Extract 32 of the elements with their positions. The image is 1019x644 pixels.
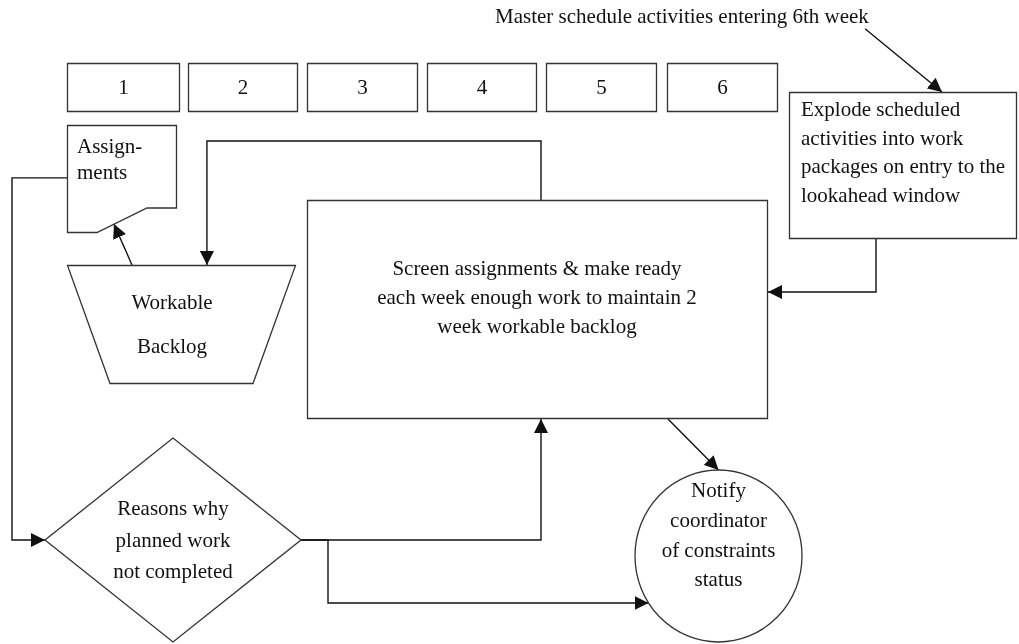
- week-box: [427, 63, 537, 112]
- week-box: [546, 63, 657, 112]
- node-text: Assign- ments: [77, 133, 144, 186]
- node-text: Explode scheduled activities into work packages on entry to the lookahead window: [801, 96, 1007, 209]
- terminal-circle: [635, 470, 802, 642]
- process-box: [307, 200, 768, 419]
- decision-diamond: [45, 438, 301, 642]
- arrow: [767, 238, 877, 299]
- week-number: 5: [595, 75, 608, 100]
- week-box: [307, 63, 418, 112]
- arrow: [11, 177, 68, 547]
- backlog-trapezoid: [67, 265, 296, 384]
- arrow: [667, 418, 720, 471]
- arrow: [300, 539, 650, 610]
- week-number: 6: [716, 75, 729, 100]
- arrow: [199, 140, 542, 266]
- week-number: 1: [117, 75, 130, 100]
- node-text: Reasons why planned work not completed: [112, 495, 234, 585]
- document-shape: [67, 125, 177, 233]
- node-text: Workable Backlog: [130, 289, 214, 361]
- node-text: Notify coordinator of constraints status: [661, 477, 776, 594]
- week-box: [667, 63, 778, 112]
- process-box: [789, 92, 1017, 239]
- annotation-text: Master schedule activities entering 6th week: [495, 4, 869, 29]
- week-number: 2: [236, 75, 250, 100]
- week-box: [188, 63, 298, 112]
- week-number: 4: [475, 75, 489, 100]
- week-box: [67, 63, 180, 112]
- arrow: [864, 28, 943, 93]
- week-number: 3: [356, 75, 369, 100]
- node-text: Screen assignments & make ready each week enough work to maintain 2 week workable backlog: [376, 255, 698, 340]
- arrow: [113, 223, 133, 266]
